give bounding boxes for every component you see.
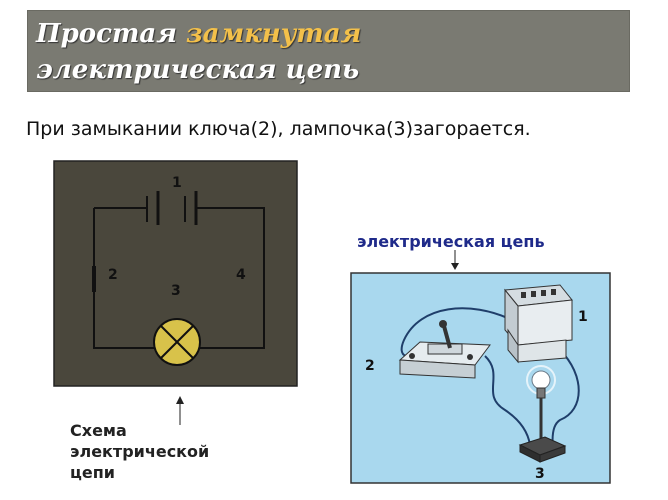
lamp-device (518, 365, 567, 463)
schematic-caption-line-1: Схема (70, 421, 127, 440)
schematic-label-3: 3 (171, 283, 181, 299)
circuit-schematic: 1 2 3 4 (53, 160, 298, 387)
schematic-label-2: 2 (108, 267, 118, 283)
schematic-caption-line-3: цепи (70, 463, 115, 482)
title-line-1: Простая замкнутая (36, 19, 362, 49)
schematic-caption: Схема электрической цепи (70, 420, 209, 483)
title-accent: замкнутая (186, 19, 362, 49)
schematic-label-4: 4 (236, 267, 246, 283)
wire-battery-lamp (551, 349, 580, 449)
battery-box (504, 284, 573, 364)
wire-switch-lamp (484, 355, 531, 446)
schematic-wire (93, 207, 265, 349)
schematic-arrow (176, 396, 184, 425)
switch-device (398, 320, 491, 379)
title-banner: Простая замкнутая электрическая цепь (27, 10, 630, 92)
photo-arrow (451, 250, 459, 270)
photo-label-3: 3 (535, 466, 545, 482)
subtitle: При замыкании ключа(2), лампочка(3)загор… (26, 118, 531, 140)
circuit-illustration: 1 2 3 (350, 272, 611, 484)
schematic-caption-line-2: электрической (70, 442, 210, 461)
photo-label-2: 2 (365, 358, 375, 374)
illustration-caption: электрическая цепь (357, 232, 545, 251)
schematic-label-1: 1 (172, 175, 182, 191)
title-line-2: электрическая цепь (36, 55, 360, 85)
photo-label-1: 1 (578, 309, 588, 325)
